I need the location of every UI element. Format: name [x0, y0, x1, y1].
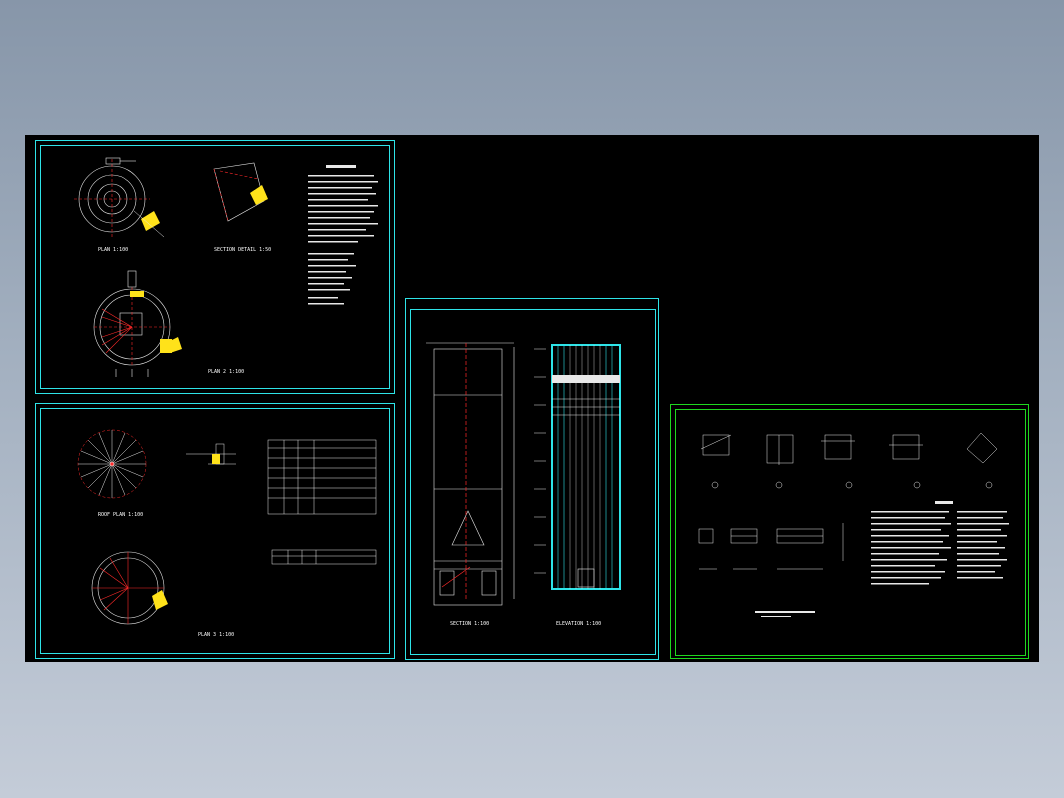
wall-sections	[698, 523, 844, 570]
drawing-sheet-2[interactable]: ROOF PLAN 1:100	[35, 403, 395, 659]
sheet-2-graphics: ROOF PLAN 1:100	[77, 429, 377, 638]
footing-detail	[186, 443, 236, 465]
detail-row	[700, 432, 998, 465]
sheet-1-graphics: PLAN 1:100 SECTION DETAIL 1:50	[74, 157, 378, 377]
hatched-detail	[141, 211, 160, 231]
level-markers	[534, 348, 546, 574]
svg-text:PLAN 3 1:100: PLAN 3 1:100	[198, 632, 234, 638]
tower-elevation-view	[551, 344, 621, 590]
general-notes-block	[871, 501, 1009, 585]
drawing-sheet-4[interactable]	[670, 404, 1029, 659]
svg-text:ROOF PLAN 1:100: ROOF PLAN 1:100	[98, 512, 143, 518]
circular-plan-view	[74, 157, 150, 237]
svg-text:PLAN 2 1:100: PLAN 2 1:100	[208, 369, 244, 375]
svg-text:SECTION 1:100: SECTION 1:100	[450, 621, 489, 627]
svg-text:ELEVATION 1:100: ELEVATION 1:100	[556, 621, 601, 627]
reinforcement-plan-view	[93, 270, 171, 377]
cad-model-space[interactable]: PLAN 1:100 SECTION DETAIL 1:50	[25, 135, 1039, 662]
tower-section-view	[426, 342, 515, 606]
drawing-sheet-3[interactable]: SECTION 1:100 ELEVATION 1:100	[405, 298, 659, 660]
general-notes-block	[308, 165, 378, 305]
radial-roof-plan	[77, 429, 147, 499]
sheet-4-graphics	[698, 432, 1009, 617]
drawing-sheet-1[interactable]: PLAN 1:100 SECTION DETAIL 1:50	[35, 140, 395, 394]
svg-text:SECTION DETAIL 1:50: SECTION DETAIL 1:50	[214, 247, 271, 253]
schedule-table	[267, 439, 377, 515]
detail-callouts	[711, 481, 993, 489]
reinforcement-plan-2	[91, 551, 165, 625]
sheet-3-graphics: SECTION 1:100 ELEVATION 1:100	[426, 342, 621, 627]
small-table	[271, 549, 377, 565]
svg-text:PLAN 1:100: PLAN 1:100	[98, 247, 128, 253]
